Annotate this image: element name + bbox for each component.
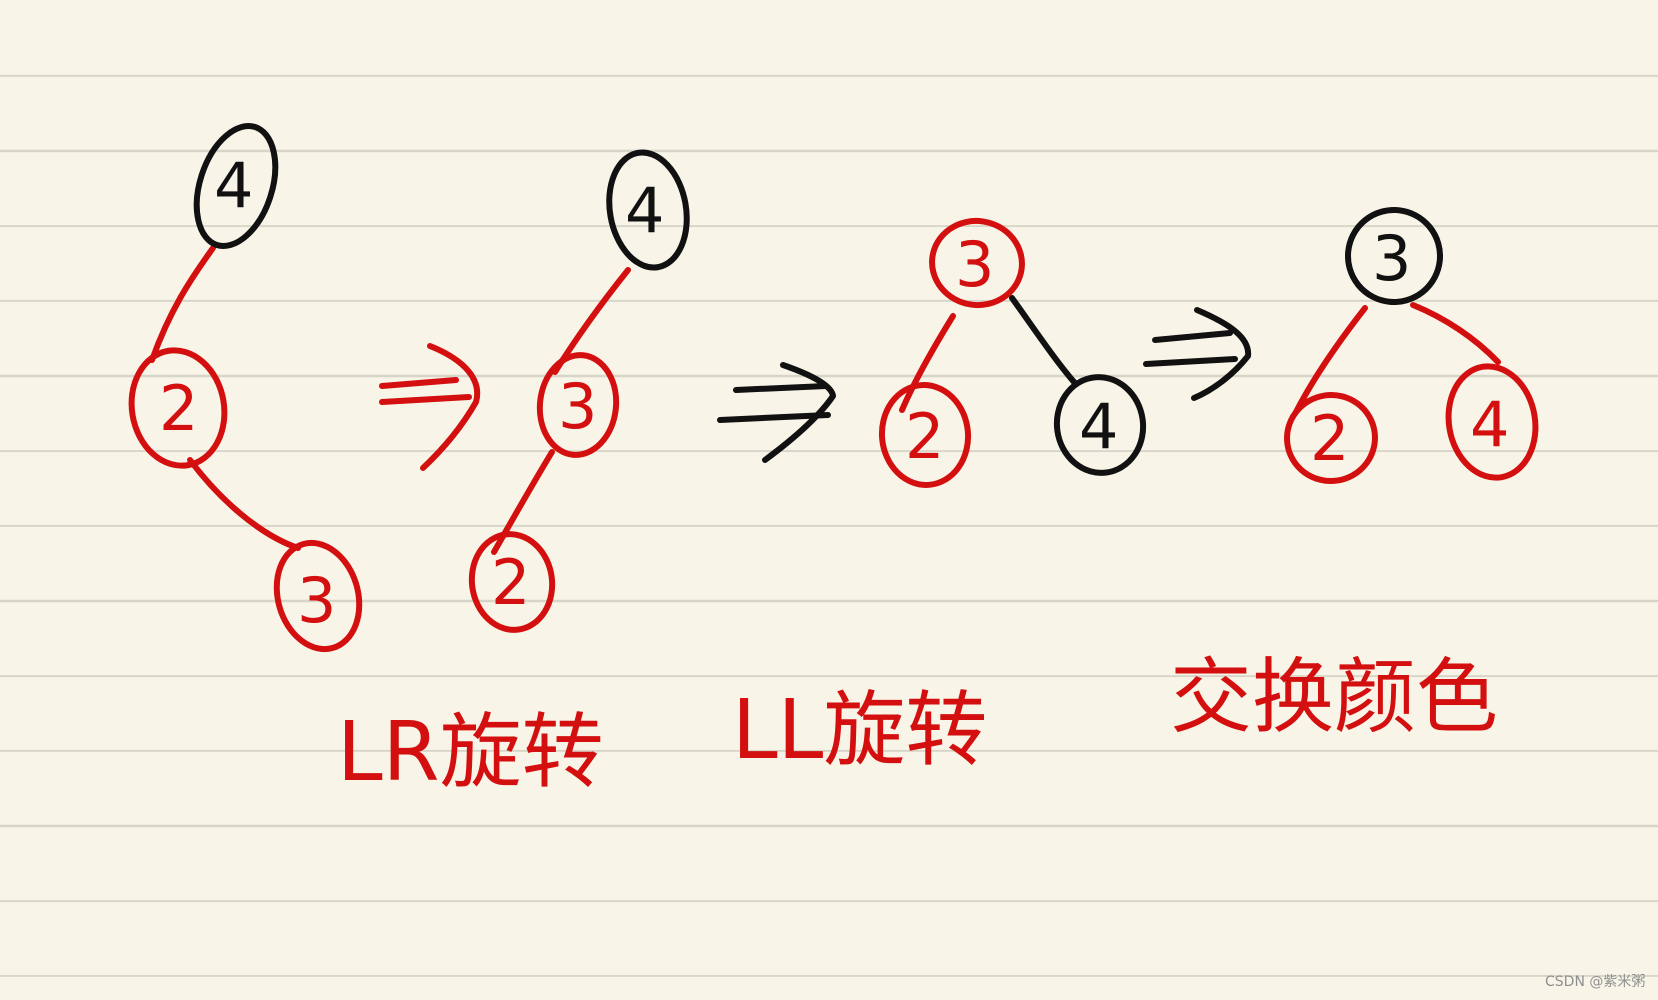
arrow1-line-top — [379, 377, 459, 389]
node-4-label-stage1: 4 — [214, 149, 253, 222]
node-4-stage2 — [606, 149, 690, 271]
lr-rotation-caption: LR旋转 — [337, 705, 604, 800]
arrow2-line-bottom — [717, 412, 831, 423]
node-2-stage1 — [128, 347, 228, 469]
edge-3-2-stage3 — [899, 313, 956, 413]
node-2-label-stage1: 2 — [159, 372, 198, 445]
arrow2-line-top — [733, 383, 829, 393]
arrow1-line-bottom — [379, 394, 472, 405]
node-2-label-stage3: 2 — [905, 400, 944, 473]
node-3-label-stage2: 3 — [558, 370, 597, 443]
node-2-stage4 — [1284, 391, 1378, 485]
arrow3-line-top — [1152, 330, 1233, 343]
node-4-stage3 — [1053, 374, 1147, 476]
node-3-stage3 — [929, 217, 1025, 309]
node-2-stage3 — [878, 382, 972, 488]
arrow3-head — [1191, 307, 1252, 401]
node-4-label-stage2: 4 — [625, 174, 664, 247]
edge-2-3 — [187, 457, 301, 551]
arrow1-head — [420, 343, 481, 471]
arrow2-head — [762, 362, 836, 463]
node-4-stage4 — [1445, 363, 1539, 481]
node-2-label-stage4: 2 — [1310, 402, 1349, 475]
edge-3-4-stage4 — [1410, 302, 1501, 365]
watermark: CSDN @紫米粥 — [1545, 973, 1645, 990]
node-3-stage1 — [273, 539, 363, 653]
node-3-label-stage3: 3 — [955, 228, 994, 301]
node-3-label-stage1: 3 — [297, 564, 336, 637]
edge-3-4-stage3 — [1009, 295, 1077, 385]
ll-rotation-caption: LL旋转 — [732, 683, 987, 778]
node-3-label-stage4: 3 — [1372, 222, 1411, 295]
node-2-stage2 — [468, 531, 556, 633]
arrow3-line-bottom — [1143, 356, 1238, 367]
swap-color-caption: 交换颜色 — [1170, 650, 1498, 745]
node-4-label-stage4: 4 — [1470, 388, 1509, 461]
edge-3-2 — [491, 449, 555, 555]
node-3-stage4 — [1345, 207, 1443, 305]
node-2-label-stage2: 2 — [491, 546, 530, 619]
edge-3-2-stage4 — [1293, 305, 1368, 415]
edge-4-2 — [149, 245, 216, 363]
node-3-stage2 — [536, 352, 620, 458]
node-4-stage1 — [193, 122, 279, 250]
node-4-label-stage3: 4 — [1079, 390, 1118, 463]
